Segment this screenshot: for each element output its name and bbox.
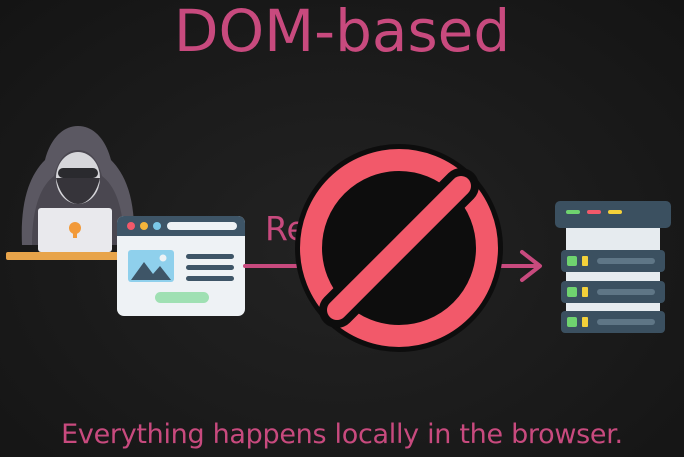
prohibition-sign-icon (295, 144, 503, 352)
caption: Everything happens locally in the browse… (61, 419, 623, 450)
browser-window-icon (117, 216, 245, 316)
server-rack-icon (555, 201, 671, 333)
hacker-at-laptop-icon (6, 126, 142, 260)
slide-title: DOM-based (173, 0, 511, 65)
